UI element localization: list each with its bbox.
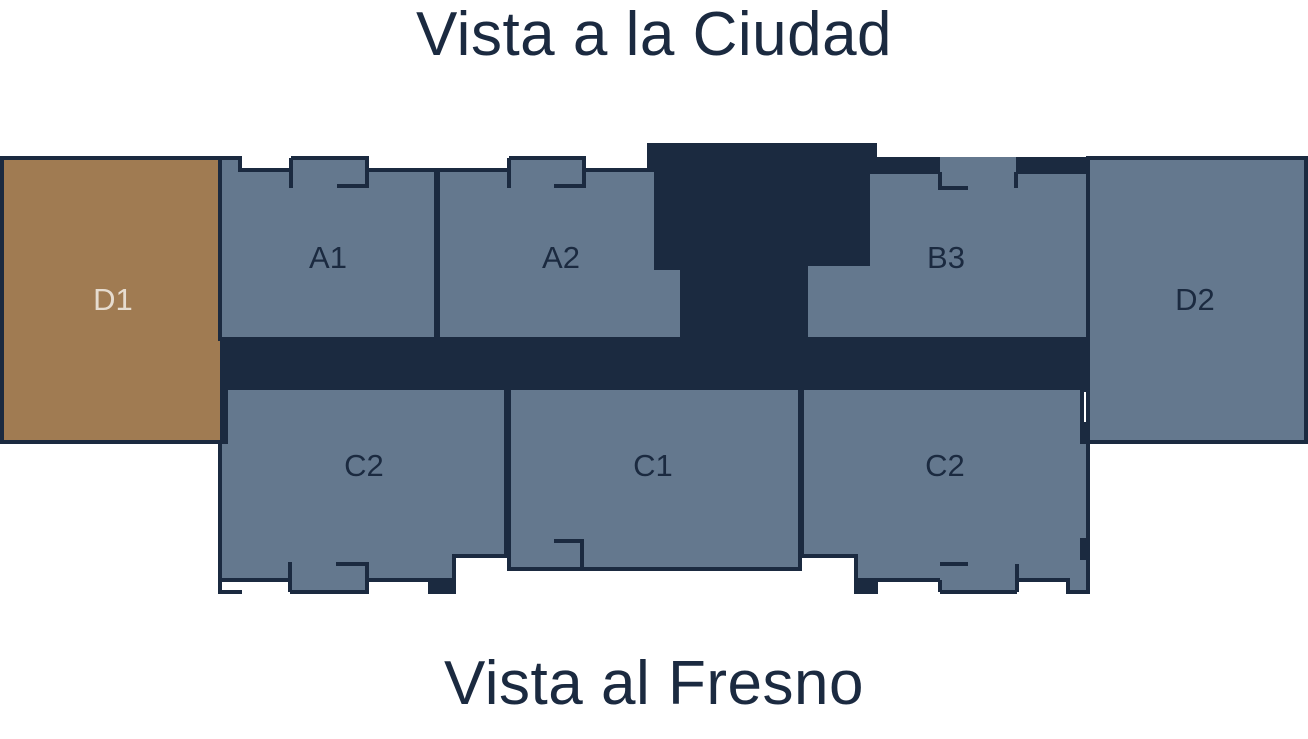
unit-c1-balcony-edge [554, 539, 584, 569]
building-core [218, 143, 1090, 392]
core-connector [680, 250, 808, 360]
unit-d2-shape [1086, 156, 1308, 444]
unit-c1[interactable]: C1 [507, 386, 802, 571]
unit-a1-balcony [291, 157, 367, 187]
unit-c2-left-outer-wall [218, 580, 242, 594]
unit-b3-balcony-edge [938, 172, 1018, 190]
unit-d2[interactable]: D2 [1082, 156, 1308, 444]
unit-c2-left[interactable]: C2 [218, 386, 508, 594]
unit-d2-label: D2 [1175, 282, 1215, 317]
unit-d1-shape [0, 156, 224, 444]
unit-a2-balcony-edge [507, 156, 586, 188]
unit-c2-right-balcony [940, 562, 1017, 593]
unit-c2-right-shape [800, 386, 1090, 594]
unit-a1-balcony-edge [289, 156, 369, 188]
unit-a1-label: A1 [309, 240, 347, 275]
unit-c2-right-label: C2 [925, 448, 965, 483]
unit-c1-label: C1 [633, 448, 673, 483]
corridor [218, 332, 1088, 392]
unit-c2-left-label: C2 [344, 448, 384, 483]
unit-c2-left-balcony-edge [288, 562, 369, 594]
unit-c2-right[interactable]: C2 [800, 386, 1090, 594]
unit-b3[interactable]: B3 [804, 157, 1090, 341]
fresno-view-title: Vista al Fresno [444, 649, 864, 718]
unit-c1-shape [507, 386, 802, 571]
unit-c2-right-wall-notch [1080, 538, 1088, 560]
unit-a2-balcony [509, 157, 585, 187]
unit-d2-wall-notch [1082, 422, 1090, 444]
unit-d1[interactable]: D1 [0, 156, 224, 444]
unit-c2-right-balcony-edge [938, 562, 1019, 594]
unit-d1-label: D1 [93, 282, 133, 317]
city-view-title: Vista a la Ciudad [415, 0, 893, 69]
unit-c2-left-column [430, 578, 454, 594]
unit-a2[interactable]: A2 [436, 156, 684, 341]
unit-b3-label: B3 [927, 240, 965, 275]
unit-a2-label: A2 [542, 240, 580, 275]
unit-c2-left-shape [218, 386, 508, 594]
unit-a2-shape [436, 168, 684, 341]
unit-b3-balcony [940, 157, 1016, 187]
unit-c2-left-balcony [290, 562, 367, 593]
unit-c2-right-column [856, 578, 878, 594]
unit-a1[interactable]: A1 [218, 156, 438, 341]
